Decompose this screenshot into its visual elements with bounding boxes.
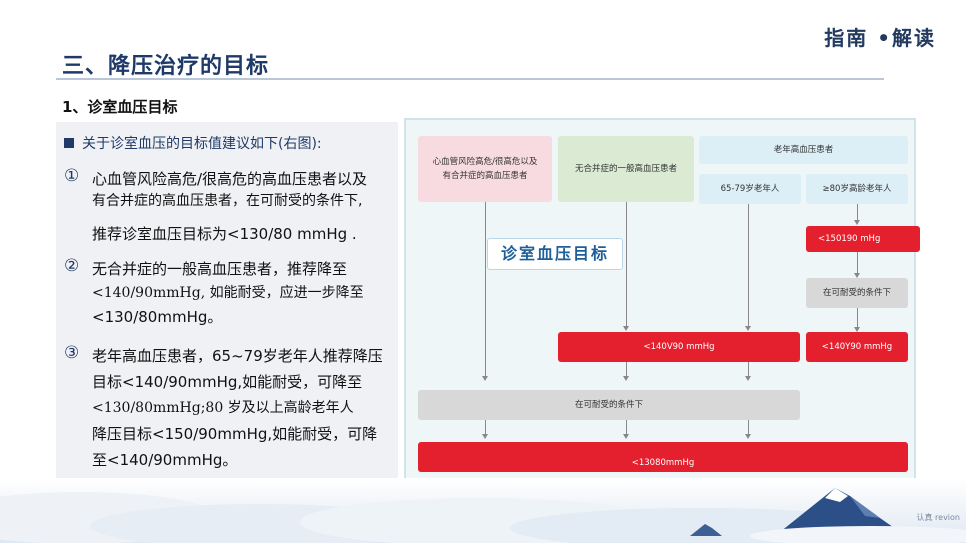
- arrow-down-icon: [854, 273, 860, 278]
- item-1-line-2: 有合并症的高血压患者，在可耐受的条件下,: [92, 193, 363, 209]
- arrow-down-icon: [623, 326, 629, 331]
- box-high-risk-patients: 心血管风险高危/很高危以及 有合并症的高血压患者: [418, 136, 552, 202]
- target-150-90: <150190 mHg: [806, 226, 920, 252]
- item-2-line-3: <130/80mmHg。: [92, 308, 223, 326]
- arrow-down-icon: [482, 376, 488, 381]
- arrow-down-icon: [623, 434, 629, 439]
- item-2-line-1: 无合并症的一般高血压患者，推荐降至: [92, 260, 348, 278]
- item-1-line-1: 心血管风险高危/很高危的高血压患者以及: [92, 170, 368, 188]
- connector-final-1: [485, 420, 486, 434]
- watermark-text: 认真 revion: [916, 513, 961, 522]
- connector-150: [857, 252, 858, 274]
- tolerable-condition-all: 在可耐受的条件下: [418, 390, 800, 420]
- item-3-line-2: 目标<140/90mmHg,如能耐受，可降至: [92, 373, 363, 391]
- arrow-down-icon: [745, 326, 751, 331]
- target-140-90-general: <140V90 mmHg: [558, 332, 800, 362]
- office-bp-target-label: 诊室血压目标: [487, 238, 623, 270]
- arrow-down-icon: [854, 327, 860, 332]
- item-2-line-2: <140/90mmHg, 如能耐受，应进一步降至: [92, 285, 364, 301]
- arrow-down-icon: [745, 434, 751, 439]
- arrow-down-icon: [854, 220, 860, 225]
- section-subtitle: 1、诊室血压目标: [62, 98, 178, 116]
- target-130-80: <13080mmHg: [418, 442, 908, 472]
- connector-80-plus: [857, 204, 858, 222]
- connector-final-2: [626, 420, 627, 434]
- square-bullet-icon: [64, 138, 74, 148]
- title-divider: [56, 78, 884, 80]
- item-1-line-3: 推荐诊室血压目标为<130/80 mmHg .: [92, 225, 357, 243]
- connector-high-risk: [485, 202, 486, 376]
- box-age-80-plus: ≥80岁高龄老年人: [806, 174, 908, 204]
- connector-140-general: [626, 362, 627, 376]
- brand-logo-text: 指南 •解读: [824, 26, 936, 50]
- box-elderly-patients: 老年高血压患者: [699, 136, 908, 164]
- arrow-down-icon: [745, 376, 751, 381]
- connector-140-65-79: [748, 362, 749, 376]
- connector-final-3: [748, 420, 749, 434]
- item-3-line-5: 至<140/90mmHg。: [92, 451, 238, 469]
- arrow-down-icon: [623, 376, 629, 381]
- target-140-90-elderly: <140Y90 mmHg: [806, 332, 908, 362]
- item-3-line-4: 降压目标<150/90mmHg,如能耐受，可降: [92, 425, 378, 443]
- item-3-line-1: 老年高血压患者，65~79岁老年人推荐降压: [92, 347, 383, 365]
- box-general-patients: 无合并症的一般高血压患者: [558, 136, 694, 202]
- tolerable-condition-elderly: 在可耐受的条件下: [806, 278, 908, 308]
- item-3-line-3: <130/80mmHg;80 岁及以上高龄老年人: [92, 400, 354, 416]
- connector-general: [626, 202, 627, 326]
- item-number-2: ②: [64, 256, 80, 276]
- item-number-1: ①: [64, 166, 80, 186]
- recommendation-heading-text: 关于诊室血压的目标值建议如下(右图):: [82, 136, 322, 152]
- connector-65-79: [748, 204, 749, 326]
- arrow-down-icon: [482, 434, 488, 439]
- connector-tolerable-elderly: [857, 308, 858, 327]
- recommendation-panel: [56, 122, 398, 478]
- item-number-3: ③: [64, 343, 80, 363]
- box-age-65-79: 65-79岁老年人: [699, 174, 801, 204]
- recommendation-heading: 关于诊室血压的目标值建议如下(右图):: [64, 133, 322, 153]
- clouds-mountain-footer-image: [0, 478, 966, 543]
- page-title: 三、降压治疗的目标: [62, 54, 270, 79]
